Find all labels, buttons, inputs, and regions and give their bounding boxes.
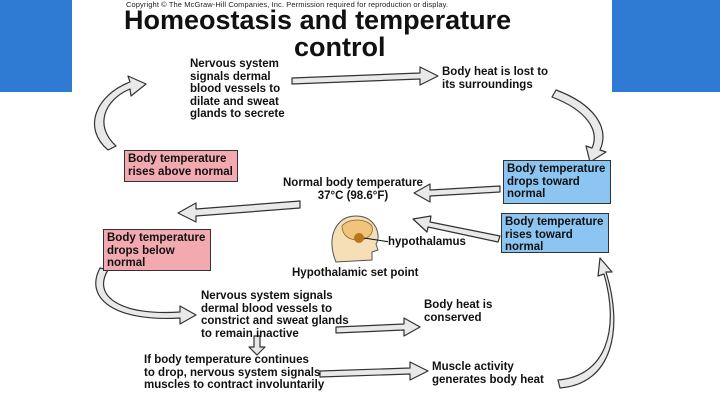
arrow-curve-top-right: [551, 89, 607, 163]
copyright-notice: Copyright © The McGraw-Hill Companies, I…: [126, 0, 449, 9]
diagram-title: Homeostasis and temperature control: [124, 7, 564, 61]
label-nervous-constrict: Nervous system signals dermal blood vess…: [201, 290, 349, 340]
box-drops-toward-normal: Body temperature drops toward normal: [503, 160, 611, 204]
title-line-2: control: [294, 32, 386, 62]
label-heat-conserved: Body heat is conserved: [424, 299, 493, 324]
label-hypothalamic-set-point: Hypothalamic set point: [292, 267, 419, 279]
arrow-curve-right: [557, 257, 615, 389]
arrow-dilate-to-heat-lost: [291, 66, 439, 86]
arrow-constrict-down: [248, 335, 266, 356]
head-hypothalamus-icon: [331, 215, 388, 263]
arrow-drop-to-muscle: [319, 361, 429, 381]
label-normal-body-temperature: Normal body temperature 37°C (98.6°F): [283, 177, 423, 202]
label-muscle-activity: Muscle activity generates body heat: [432, 361, 544, 386]
arrow-normal-to-drops-below: [177, 200, 301, 223]
label-continues-to-drop: If body temperature continues to drop, n…: [144, 354, 325, 391]
box-rises-toward-normal: Body temperature rises toward normal: [501, 213, 609, 253]
label-nervous-dilate: Nervous system signals dermal blood vess…: [190, 58, 285, 120]
title-line-1: Homeostasis and temperature: [124, 5, 512, 35]
label-heat-lost: Body heat is lost to its surroundings: [442, 66, 549, 91]
arrow-curve-bottom-left: [95, 267, 197, 325]
arrow-curve-top-left: [93, 75, 147, 151]
box-rises-above-normal: Body temperature rises above normal: [124, 150, 238, 182]
label-hypothalamus: hypothalamus: [388, 236, 466, 248]
left-accent-bar: [0, 0, 72, 92]
arrow-constrict-to-conserved: [335, 317, 421, 337]
arrow-rises-toward-to-hypothalamus: [412, 215, 501, 243]
box-drops-below-normal: Body temperature drops below normal: [103, 229, 211, 271]
arrow-drops-toward-to-normal: [413, 183, 501, 203]
right-accent-bar: [611, 0, 720, 92]
